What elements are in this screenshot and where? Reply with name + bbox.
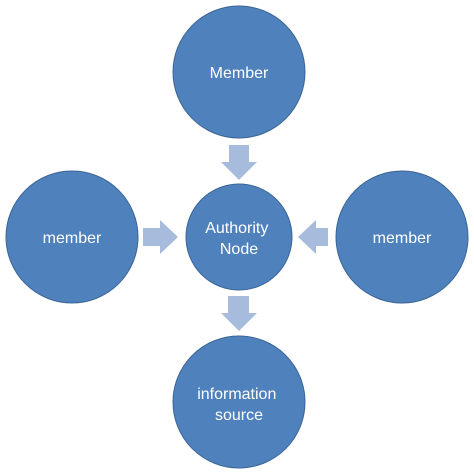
node-label: member <box>43 230 102 247</box>
node-circle <box>5 170 139 304</box>
node-label: member <box>373 230 432 247</box>
arrow-top-to-center <box>221 145 257 180</box>
node-center-authority: Authority Node <box>185 183 293 291</box>
node-circle <box>172 5 306 139</box>
node-right-member: member <box>335 170 469 304</box>
arrows-layer <box>143 145 328 331</box>
node-label: information source <box>197 386 281 424</box>
node-circle <box>172 335 306 469</box>
arrow-right-to-center <box>298 220 328 254</box>
arrow-left-to-center <box>143 220 178 254</box>
nodes-layer: Member member Authority Node member <box>5 5 469 469</box>
node-circle <box>185 183 293 291</box>
node-label: Member <box>210 65 269 82</box>
node-circle <box>335 170 469 304</box>
arrow-center-to-bottom <box>221 296 257 331</box>
node-bottom-information-source: information source <box>172 335 306 469</box>
node-left-member: member <box>5 170 139 304</box>
node-top-member: Member <box>172 5 306 139</box>
node-label: Authority Node <box>205 220 273 258</box>
